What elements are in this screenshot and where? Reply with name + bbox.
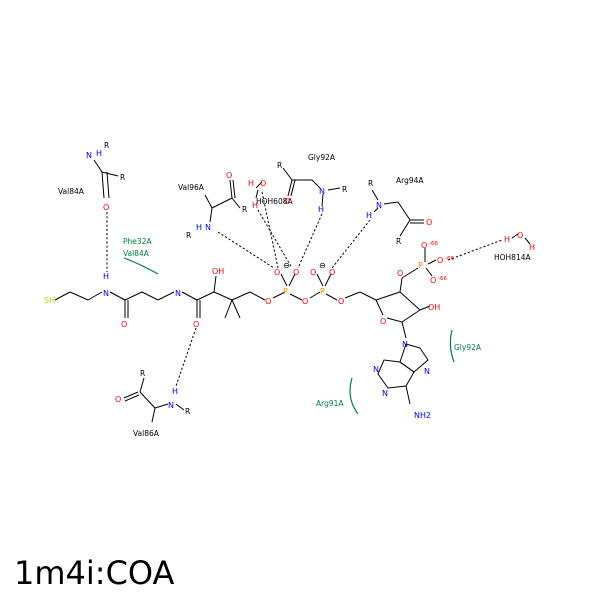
atom-h-val86: H <box>172 387 178 396</box>
minus-icon: ⊖ <box>283 261 290 270</box>
r-group: R <box>104 141 109 150</box>
atom-oh-2: OH <box>428 303 440 312</box>
atom-n-3: N <box>373 365 379 374</box>
atom-o-9: O <box>338 297 344 306</box>
residue-label-val96: Val96A <box>178 183 205 192</box>
atom-n-val86: N <box>168 401 174 410</box>
residue-val84-top: N H R R O Val84A <box>58 141 125 212</box>
atom-sh: SH <box>44 296 55 305</box>
atom-o-val96: O <box>226 171 232 180</box>
atom-n-2: N <box>175 289 181 298</box>
atom-h-1: H <box>103 272 109 281</box>
residue-label-val84: Val84A <box>58 187 85 196</box>
atom-o-hoh814: O <box>517 231 523 240</box>
atom-p-2: P <box>320 287 325 296</box>
r-group: R <box>368 179 373 188</box>
atom-o-val84: O <box>103 203 109 212</box>
r-group: R <box>242 205 247 214</box>
atom-h-hoh814: H <box>529 243 535 252</box>
hydrophobic-label-arg91: Arg91A <box>316 399 344 408</box>
residue-label-val86: Val86A <box>133 429 160 438</box>
atom-p-3: P <box>418 261 423 270</box>
atom-o-4: O <box>274 268 280 277</box>
atom-h-hoh608: H <box>248 179 254 188</box>
residue-val86: O R H N R Val86A <box>115 369 190 438</box>
water-label-hoh608: HOH608A <box>256 197 293 206</box>
r-group: R <box>342 185 347 194</box>
atom-n-1: N <box>103 289 109 298</box>
atom-n-7: N <box>424 367 430 376</box>
atom-h-val84: H <box>96 149 102 158</box>
page-title: 1m4i:COA <box>14 554 175 592</box>
atom-o-val86: O <box>115 395 121 404</box>
atom-h-hoh608: H <box>252 201 258 210</box>
atom-o-2: O <box>193 320 199 329</box>
atom-h-hoh814: H <box>504 235 510 244</box>
atom-o-3: O <box>265 297 271 306</box>
residue-label-arg94: Arg94A <box>396 176 424 185</box>
atom-h-gly92: H <box>318 205 324 214</box>
r-group: R <box>186 231 191 240</box>
r-group: R <box>396 237 401 246</box>
atom-nh2: NH2 <box>414 411 431 420</box>
atom-n-1: N <box>382 389 388 398</box>
hydrogen-bonds <box>106 191 503 387</box>
atom-h-arg94: H <box>366 211 372 220</box>
water-hoh814: H O H HOH814A <box>494 231 535 262</box>
residue-val96: Val96A O R H N R <box>178 171 247 240</box>
r-group: R <box>140 369 145 378</box>
residue-label-gly92: Gly92A <box>308 153 336 162</box>
atom-o-gly92: O <box>284 197 290 206</box>
ligand-bonds <box>54 248 437 405</box>
residue-arg94: Arg94A R N H O R <box>366 176 432 246</box>
r-group: R <box>277 161 282 170</box>
atom-o-8: O <box>329 268 335 277</box>
hydrophobic-contacts: Phe32A Val84A Gly92A Arg91A <box>123 237 482 415</box>
r-group: R <box>120 173 125 182</box>
ligand-atoms: SH N H O N O OH O P O O ⊖ O P O O ⊖ O O … <box>44 241 454 420</box>
hydrophobic-label-val84: Val84A <box>123 249 150 258</box>
residue-gly92-top: Gly92A R O N R H <box>277 153 347 214</box>
atom-o-13: O <box>430 276 436 285</box>
atom-n-gly92: N <box>319 187 325 196</box>
charge-label-1: -66 <box>429 241 438 247</box>
water-label-hoh814: HOH814A <box>494 253 531 262</box>
atom-o-7: O <box>310 268 316 277</box>
atom-n-val84: N <box>86 151 92 160</box>
atom-o-hoh608: O <box>260 179 266 188</box>
atom-o-ring: O <box>380 317 386 326</box>
atom-o-5: O <box>293 268 299 277</box>
atom-o-10: O <box>397 269 403 278</box>
atom-o-arg94: O <box>426 218 432 227</box>
hydrophobic-label-phe32: Phe32A <box>123 237 152 246</box>
r-group: R <box>185 407 190 416</box>
atom-h-val96: H <box>196 223 202 232</box>
minus-icon: ⊖ <box>319 261 326 270</box>
atom-o-6: O <box>302 297 308 306</box>
atom-o-1: O <box>121 320 127 329</box>
atom-n-val96: N <box>205 223 211 232</box>
atom-n-arg94: N <box>376 201 382 210</box>
atom-o-11: O <box>421 241 427 250</box>
atom-oh-1: OH <box>212 267 224 276</box>
charge-label-3: -66 <box>438 276 447 282</box>
hydrophobic-label-gly92: Gly92A <box>454 343 482 352</box>
atom-o-12: O <box>437 256 443 265</box>
atom-n-9: N <box>402 340 408 349</box>
water-hoh608: H O H HOH608A <box>248 179 293 210</box>
atom-p-1: P <box>283 287 288 296</box>
